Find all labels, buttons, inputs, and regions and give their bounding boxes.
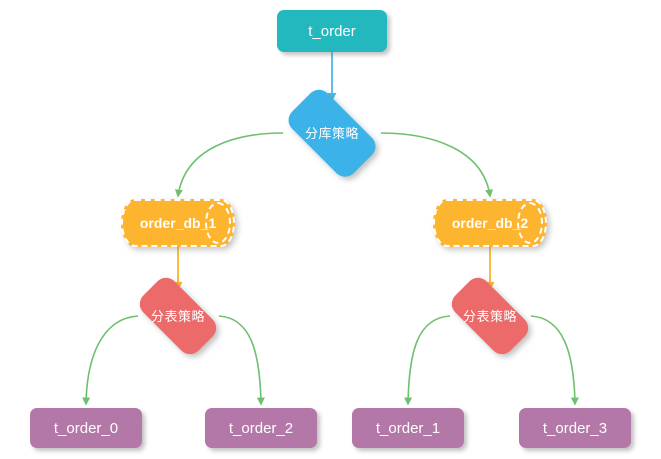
node-label: t_order_3 xyxy=(542,419,608,437)
node-label: t_order xyxy=(308,22,356,40)
edge-db-strategy-to-db-2 xyxy=(380,132,494,198)
node-database-order-db-2[interactable]: order_db_2 xyxy=(433,199,547,247)
node-logical-table-t-order[interactable]: t_order xyxy=(277,10,387,52)
node-table-sharding-strategy-left[interactable]: 分表策略 xyxy=(123,272,233,360)
node-label: 分库策略 xyxy=(304,125,359,141)
cylinder-cap xyxy=(517,202,543,244)
node-label: 分表策略 xyxy=(462,308,517,324)
node-database-order-db-1[interactable]: order_db_1 xyxy=(121,199,235,247)
node-table-sharding-strategy-right[interactable]: 分表策略 xyxy=(435,272,545,360)
node-label: 分表策略 xyxy=(150,308,205,324)
node-label: t_order_2 xyxy=(228,419,294,437)
node-physical-table-t-order-0[interactable]: t_order_0 xyxy=(30,408,142,448)
node-label: t_order_0 xyxy=(53,419,119,437)
node-physical-table-t-order-2[interactable]: t_order_2 xyxy=(205,408,317,448)
node-db-sharding-strategy[interactable]: 分库策略 xyxy=(271,84,393,182)
node-label: t_order_1 xyxy=(375,419,441,437)
node-physical-table-t-order-3[interactable]: t_order_3 xyxy=(519,408,631,448)
node-physical-table-t-order-1[interactable]: t_order_1 xyxy=(352,408,464,448)
node-label: order_db_2 xyxy=(451,215,529,231)
edge-db-strategy-to-db-1 xyxy=(174,132,284,198)
node-label: order_db_1 xyxy=(139,215,217,231)
cylinder-cap xyxy=(205,202,231,244)
